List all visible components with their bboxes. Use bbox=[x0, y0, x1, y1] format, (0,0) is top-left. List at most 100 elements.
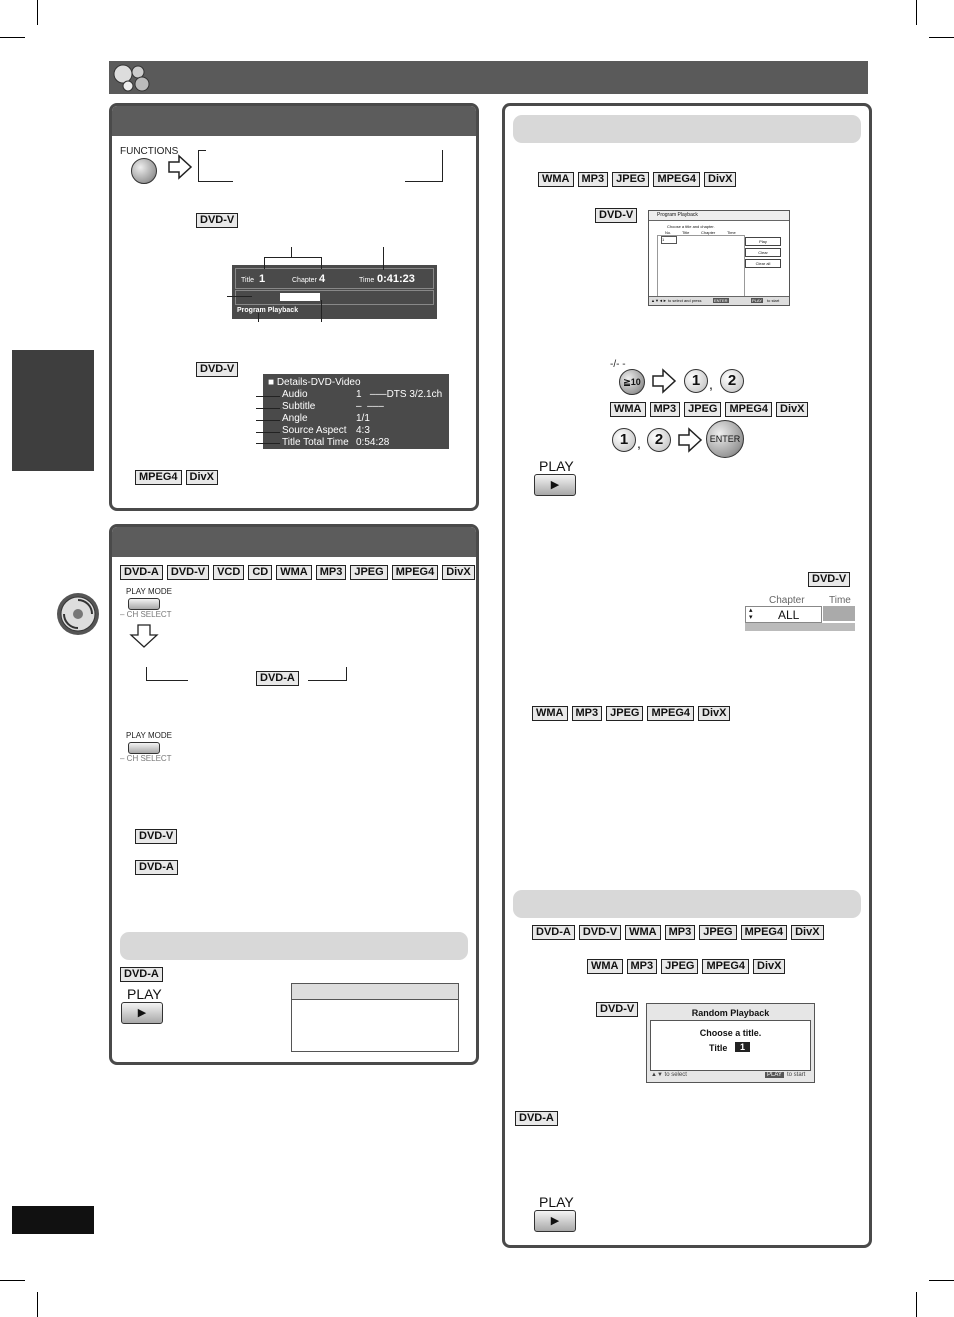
disc-tag-wma: WMA bbox=[610, 402, 646, 417]
callout-line bbox=[264, 257, 265, 269]
disc-icon bbox=[56, 592, 100, 636]
chapter-value-field[interactable]: ▴▾ ALL bbox=[745, 606, 822, 623]
program-playback-screen: Program Playback Choose a title and chap… bbox=[648, 210, 790, 306]
loop-line bbox=[405, 181, 443, 182]
crop-mark bbox=[0, 37, 25, 38]
program-screen-title: Program Playback bbox=[657, 212, 698, 218]
disc-tag-jpeg: JPEG bbox=[606, 706, 644, 721]
program-play-button[interactable]: Play bbox=[745, 237, 781, 246]
disc-tag-mp3: MP3 bbox=[577, 172, 609, 187]
disc-tag-wma: WMA bbox=[276, 565, 312, 580]
plus10-button[interactable]: ≧10 bbox=[619, 369, 645, 395]
callout-line bbox=[321, 300, 322, 322]
chapter-row-bar bbox=[745, 623, 855, 631]
loop-line bbox=[146, 667, 147, 680]
side-tab bbox=[12, 350, 94, 471]
disc-tag-divx: DivX bbox=[185, 470, 218, 485]
disc-tag-cd: CD bbox=[248, 565, 273, 580]
osd-progress-row bbox=[235, 290, 434, 305]
disc-tag-mpeg4: MPEG4 bbox=[653, 172, 700, 187]
play-button[interactable]: ▶ bbox=[534, 474, 576, 496]
disc-tag-wma: WMA bbox=[625, 925, 661, 940]
loop-line bbox=[346, 667, 347, 681]
details-audio-label: Audio bbox=[282, 389, 308, 400]
disc-tag-mp3: MP3 bbox=[315, 565, 347, 580]
osd-progress-bar bbox=[280, 293, 320, 301]
crop-mark bbox=[929, 37, 954, 38]
details-angle-label: Angle bbox=[282, 413, 308, 424]
playmode-button[interactable] bbox=[128, 742, 160, 754]
crop-mark bbox=[0, 1280, 25, 1281]
page-header-banner bbox=[109, 61, 868, 94]
play-button[interactable]: ▶ bbox=[121, 1002, 163, 1024]
random-title-value[interactable]: 1 bbox=[735, 1042, 751, 1052]
disc-tag-mpeg4: MPEG4 bbox=[725, 402, 772, 417]
number-key-1[interactable]: 1 bbox=[612, 428, 636, 452]
loop-line bbox=[198, 181, 233, 182]
disc-tag-divx: DivX bbox=[753, 959, 786, 974]
disc-tag-mpeg4: MPEG4 bbox=[391, 565, 439, 580]
crop-mark bbox=[916, 0, 917, 25]
number-key-1[interactable]: 1 bbox=[684, 369, 708, 393]
enter-button[interactable]: ENTER bbox=[706, 420, 744, 458]
play-button-label: PLAY bbox=[127, 986, 162, 1002]
random-screen-title: Random Playback bbox=[691, 1008, 770, 1018]
callout-line bbox=[258, 313, 259, 322]
page-number-tab bbox=[12, 1206, 94, 1234]
osd-title-label: Title bbox=[241, 277, 254, 284]
bubbles-icon bbox=[112, 62, 152, 94]
program-clear-all-button[interactable]: Clear all bbox=[745, 259, 781, 268]
callout-line bbox=[256, 396, 280, 397]
all-group-screen bbox=[291, 983, 459, 1052]
program-row-selected[interactable]: 1 bbox=[661, 236, 677, 244]
disc-tag-jpeg: JPEG bbox=[350, 565, 388, 580]
loop-line bbox=[146, 680, 188, 681]
time-value-field bbox=[823, 606, 855, 621]
loop-line bbox=[198, 150, 199, 182]
program-footer-right: to start bbox=[767, 298, 780, 303]
callout-line bbox=[291, 247, 292, 257]
playmode-button[interactable] bbox=[128, 598, 160, 610]
program-footer-play: PLAY bbox=[751, 298, 763, 303]
play-button[interactable]: ▶ bbox=[534, 1210, 576, 1232]
disc-tag-mp3: MP3 bbox=[664, 925, 696, 940]
disc-tag-jpeg: JPEG bbox=[684, 402, 722, 417]
program-disc-tags: WMA MP3 JPEG MPEG4 DivX bbox=[538, 172, 737, 187]
program-col-time: Time bbox=[727, 230, 736, 235]
number-key-2[interactable]: 2 bbox=[647, 428, 671, 452]
details-total-value: 0:54:28 bbox=[356, 437, 390, 448]
disc-tag-jpeg: JPEG bbox=[661, 959, 699, 974]
callout-line bbox=[256, 443, 280, 444]
disc-tag-wma: WMA bbox=[532, 706, 568, 721]
program-footer-enter: ENTER bbox=[713, 298, 729, 303]
program-col-chapter: Chapter bbox=[701, 230, 716, 235]
program-clear-button[interactable]: Clear bbox=[745, 248, 781, 257]
disc-tag-dvdv: DVD-V bbox=[595, 208, 638, 223]
disc-tag-dvdv: DVD-V bbox=[166, 565, 210, 580]
loop-line bbox=[442, 150, 443, 182]
disc-tag-mpeg4: MPEG4 bbox=[135, 470, 182, 485]
callout-line bbox=[321, 257, 322, 269]
callout-line bbox=[256, 420, 280, 421]
loop-line bbox=[308, 680, 346, 681]
chapter-select-box: Chapter Time ▴▾ ALL bbox=[745, 592, 855, 632]
disc-tag-vcd: VCD bbox=[213, 565, 245, 580]
disc-tag-divx: DivX bbox=[791, 925, 824, 940]
details-audio-value: 1 –––DTS 3/2.1ch bbox=[356, 389, 443, 400]
play-button-label: PLAY bbox=[539, 1194, 574, 1210]
disc-tag-mp3: MP3 bbox=[649, 402, 681, 417]
playmode-panel bbox=[109, 524, 479, 1065]
number-key-2[interactable]: 2 bbox=[720, 369, 744, 393]
disc-tag-dvdv: DVD-V bbox=[578, 925, 622, 940]
disc-tag-dvdv: DVD-V bbox=[808, 572, 851, 587]
crop-mark bbox=[929, 1280, 954, 1281]
details-header: ■ Details-DVD-Video bbox=[268, 377, 361, 388]
functions-button[interactable] bbox=[131, 158, 157, 184]
program-subheader bbox=[513, 115, 861, 143]
updown-icon: ▴▾ bbox=[749, 607, 753, 621]
callout-line bbox=[264, 257, 322, 258]
disc-tag-dvda: DVD-A bbox=[120, 565, 163, 580]
disc-tag-dvda: DVD-A bbox=[120, 967, 163, 982]
disc-tags-bottom: MPEG4 DivX bbox=[135, 470, 218, 485]
arrow-right-icon bbox=[167, 154, 193, 185]
